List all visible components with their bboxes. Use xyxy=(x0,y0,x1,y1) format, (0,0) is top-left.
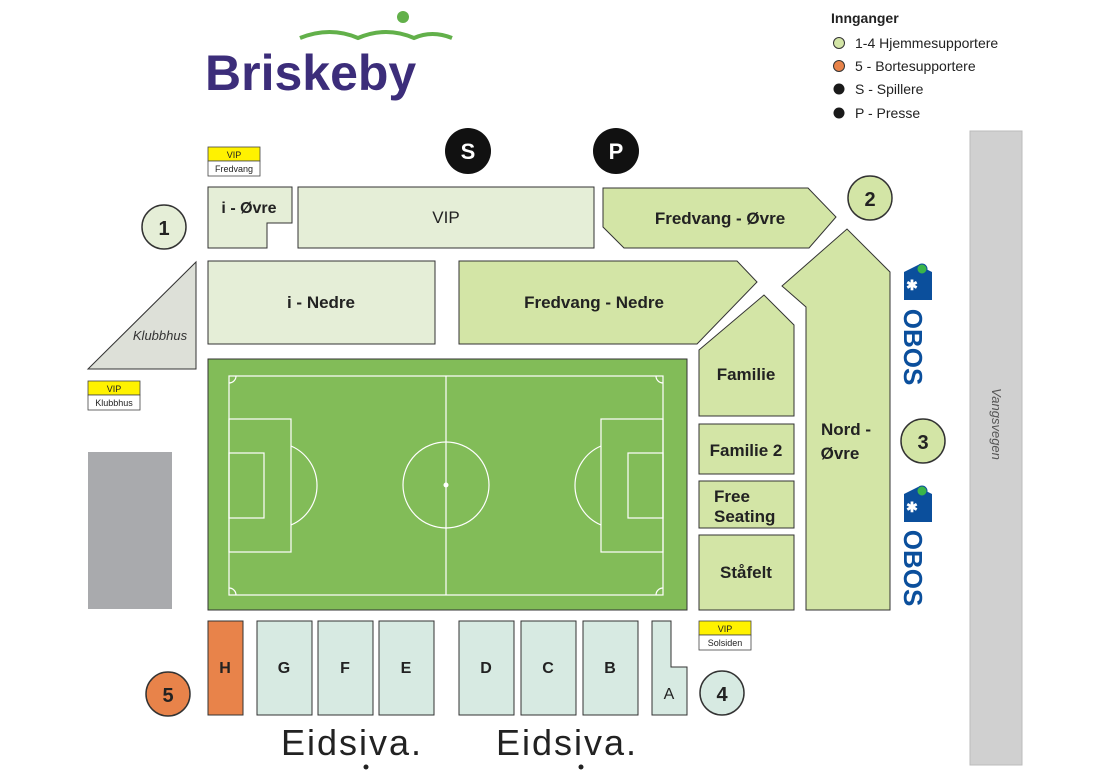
vip-tag-klubbhus-title: VIP xyxy=(107,384,122,394)
section-fredvang-ovre[interactable]: Fredvang - Øvre xyxy=(602,187,837,249)
press-marker-label: P xyxy=(609,139,624,164)
section-free-seating-label-2: Seating xyxy=(714,507,775,526)
legend: Innganger 1-4 Hjemmesupportere 5 - Borte… xyxy=(831,10,998,121)
entrance-4[interactable]: 4 xyxy=(699,670,745,716)
section-vip[interactable]: VIP xyxy=(297,186,595,249)
section-stafelt[interactable]: Ståfelt xyxy=(698,534,795,611)
legend-home-dot xyxy=(833,37,845,49)
section-vip-label: VIP xyxy=(432,208,459,227)
section-b-label: B xyxy=(604,660,616,677)
vip-tag-solsiden-sub: Solsiden xyxy=(708,638,743,648)
section-free-seating[interactable]: Free Seating xyxy=(698,480,795,529)
building-block xyxy=(88,452,172,609)
section-free-seating-label-1: Free xyxy=(714,487,750,506)
section-f[interactable]: F xyxy=(317,620,374,716)
section-e-label: E xyxy=(401,660,412,677)
entrance-2[interactable]: 2 xyxy=(847,175,893,221)
section-a[interactable]: A xyxy=(651,620,688,716)
road-label: Vangsvegen xyxy=(989,388,1004,460)
logo-text: Briskeby xyxy=(205,45,416,101)
section-familie-2-label: Familie 2 xyxy=(710,441,783,460)
eidsiva-logo-left: Eidsiva. xyxy=(281,722,423,763)
section-familie[interactable]: Familie xyxy=(698,294,795,417)
briskeby-logo: Briskeby xyxy=(205,11,453,101)
obos-logo-top: ✱ OBOS xyxy=(898,263,932,386)
legend-press-dot xyxy=(833,107,845,119)
section-i-ovre[interactable]: i - Øvre xyxy=(207,186,293,249)
players-entrance-marker[interactable] xyxy=(445,128,491,174)
section-a-label: A xyxy=(664,686,675,703)
section-familie-2[interactable]: Familie 2 xyxy=(698,423,795,475)
vip-tag-klubbhus: VIP Klubbhus xyxy=(87,380,141,411)
section-klubbhus[interactable]: Klubbhus xyxy=(86,260,197,370)
obos-house-icon xyxy=(904,265,932,300)
entrance-1-label: 1 xyxy=(158,218,169,240)
press-entrance-marker[interactable] xyxy=(593,128,639,174)
legend-press-label: P - Presse xyxy=(855,105,920,121)
vip-tag-solsiden: VIP Solsiden xyxy=(698,620,752,651)
section-b[interactable]: B xyxy=(582,620,639,716)
section-c-label: C xyxy=(542,660,554,677)
section-stafelt-label: Ståfelt xyxy=(720,563,772,582)
section-fredvang-ovre-label: Fredvang - Øvre xyxy=(655,209,785,228)
players-marker-label: S xyxy=(461,139,476,164)
legend-away-label: 5 - Bortesupportere xyxy=(855,58,976,74)
logo-dot xyxy=(397,11,409,23)
legend-title: Innganger xyxy=(831,10,899,26)
section-i-nedre-label: i - Nedre xyxy=(287,293,355,312)
vip-tag-fredvang: VIP Fredvang xyxy=(207,146,261,177)
section-g-label: G xyxy=(278,660,290,677)
entrance-3[interactable]: 3 xyxy=(900,418,946,464)
section-fredvang-nedre-label: Fredvang - Nedre xyxy=(524,293,664,312)
section-g[interactable]: G xyxy=(256,620,313,716)
eidsiva-dot-right xyxy=(578,764,584,770)
vip-tag-fredvang-title: VIP xyxy=(227,150,242,160)
svg-text:✱: ✱ xyxy=(906,277,918,293)
obos-text-bottom: OBOS xyxy=(898,530,928,607)
section-h-label: H xyxy=(219,660,231,677)
obos-logo-bottom: ✱ OBOS xyxy=(898,485,932,607)
entrance-1[interactable]: 1 xyxy=(141,204,187,250)
entrance-4-label: 4 xyxy=(716,684,728,706)
section-c[interactable]: C xyxy=(520,620,577,716)
vip-tag-solsiden-title: VIP xyxy=(718,624,733,634)
obos-house-icon xyxy=(904,487,932,522)
entrance-5[interactable]: 5 xyxy=(145,671,191,717)
eidsiva-dot-left xyxy=(363,764,369,770)
section-e[interactable]: E xyxy=(378,620,435,716)
section-fredvang-nedre[interactable]: Fredvang - Nedre xyxy=(458,260,758,345)
legend-players-label: S - Spillere xyxy=(855,81,924,97)
vip-tag-fredvang-sub: Fredvang xyxy=(215,164,253,174)
legend-away-dot xyxy=(833,60,845,72)
eidsiva-logo-right: Eidsiva. xyxy=(496,722,638,763)
football-pitch xyxy=(207,358,688,611)
section-familie-label: Familie xyxy=(717,365,776,384)
entrance-5-label: 5 xyxy=(162,685,173,707)
entrance-2-label: 2 xyxy=(864,189,875,211)
section-nord-ovre-label-1: Nord - xyxy=(821,420,871,439)
section-klubbhus-label: Klubbhus xyxy=(133,328,188,343)
obos-text-top: OBOS xyxy=(898,309,928,386)
section-i-nedre[interactable]: i - Nedre xyxy=(207,260,436,345)
entrance-3-label: 3 xyxy=(917,432,928,454)
section-d[interactable]: D xyxy=(458,620,515,716)
section-d-label: D xyxy=(480,660,492,677)
section-i-ovre-label: i - Øvre xyxy=(221,200,276,217)
logo-arc xyxy=(299,30,453,41)
legend-home-label: 1-4 Hjemmesupportere xyxy=(855,35,998,51)
section-nord-ovre[interactable]: Nord - Øvre xyxy=(781,228,891,611)
section-f-label: F xyxy=(340,660,350,677)
road-vangsvegen: Vangsvegen xyxy=(969,130,1023,766)
legend-players-dot xyxy=(833,83,845,95)
section-h[interactable]: H xyxy=(207,620,244,716)
svg-text:✱: ✱ xyxy=(906,499,918,515)
vip-tag-klubbhus-sub: Klubbhus xyxy=(95,398,133,408)
section-nord-ovre-label-2: Øvre xyxy=(821,444,860,463)
